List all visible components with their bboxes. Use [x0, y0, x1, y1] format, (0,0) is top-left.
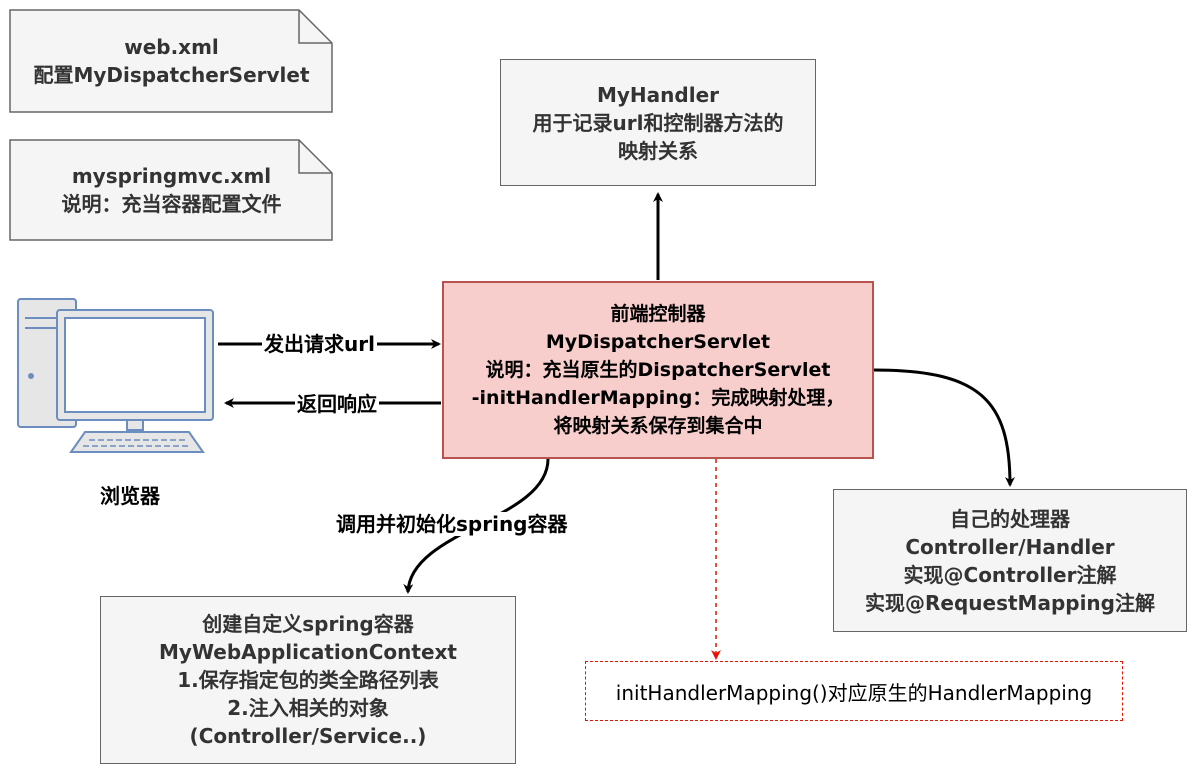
myhandler-box: MyHandler 用于记录url和控制器方法的 映射关系	[500, 59, 816, 186]
note-title: web.xml	[124, 35, 219, 59]
own-handler-box: 自己的处理器 Controller/Handler 实现@Controller注…	[833, 489, 1187, 632]
own-handler-annotation: 实现@Controller注解	[903, 562, 1117, 587]
mapping-note-text: initHandlerMapping()对应原生的HandlerMapping	[615, 680, 1093, 705]
own-handler-annotation-2: 实现@RequestMapping注解	[865, 590, 1155, 615]
spring-container-box: 创建自定义spring容器 MyWebApplicationContext 1.…	[100, 596, 516, 764]
note-text: 配置MyDispatcherServlet	[33, 63, 310, 87]
front-controller-box: 前端控制器 MyDispatcherServlet 说明：充当原生的Dispat…	[442, 281, 874, 459]
own-handler-title: 自己的处理器	[950, 506, 1070, 531]
computer-icon	[17, 298, 214, 453]
web-xml-note: web.xml 配置MyDispatcherServlet	[9, 9, 334, 113]
spring-container-step-2: 2.注入相关的对象	[227, 696, 389, 720]
front-controller-method-2: 将映射关系保存到集合中	[553, 415, 763, 437]
send-request-label: 发出请求url	[262, 332, 377, 356]
browser-label: 浏览器	[100, 484, 160, 508]
myhandler-desc-2: 映射关系	[618, 138, 698, 163]
spring-container-step-1: 1.保存指定包的类全路径列表	[177, 668, 439, 692]
front-controller-desc: 说明：充当原生的DispatcherServlet	[485, 359, 831, 381]
return-response-label: 返回响应	[295, 392, 379, 416]
note-title: myspringmvc.xml	[71, 164, 272, 188]
front-controller-method: -initHandlerMapping：完成映射处理，	[471, 387, 845, 409]
spring-container-step-2-detail: (Controller/Service..)	[189, 724, 427, 748]
init-container-label: 调用并初始化spring容器	[334, 512, 570, 536]
front-controller-class: MyDispatcherServlet	[545, 331, 771, 353]
myhandler-title: MyHandler	[596, 82, 719, 107]
note-text: 说明：充当容器配置文件	[61, 192, 282, 216]
note-shape	[9, 139, 333, 241]
note-shape	[9, 9, 333, 113]
mapping-note-box: initHandlerMapping()对应原生的HandlerMapping	[585, 661, 1123, 721]
edge-to-own-handler	[873, 368, 1015, 487]
spring-container-title: 创建自定义spring容器	[202, 612, 414, 636]
myhandler-desc: 用于记录url和控制器方法的	[532, 110, 784, 135]
myspringmvc-xml-note: myspringmvc.xml 说明：充当容器配置文件	[9, 139, 334, 241]
spring-container-class: MyWebApplicationContext	[159, 640, 457, 664]
front-controller-title: 前端控制器	[610, 303, 706, 325]
own-handler-type: Controller/Handler	[905, 534, 1115, 559]
